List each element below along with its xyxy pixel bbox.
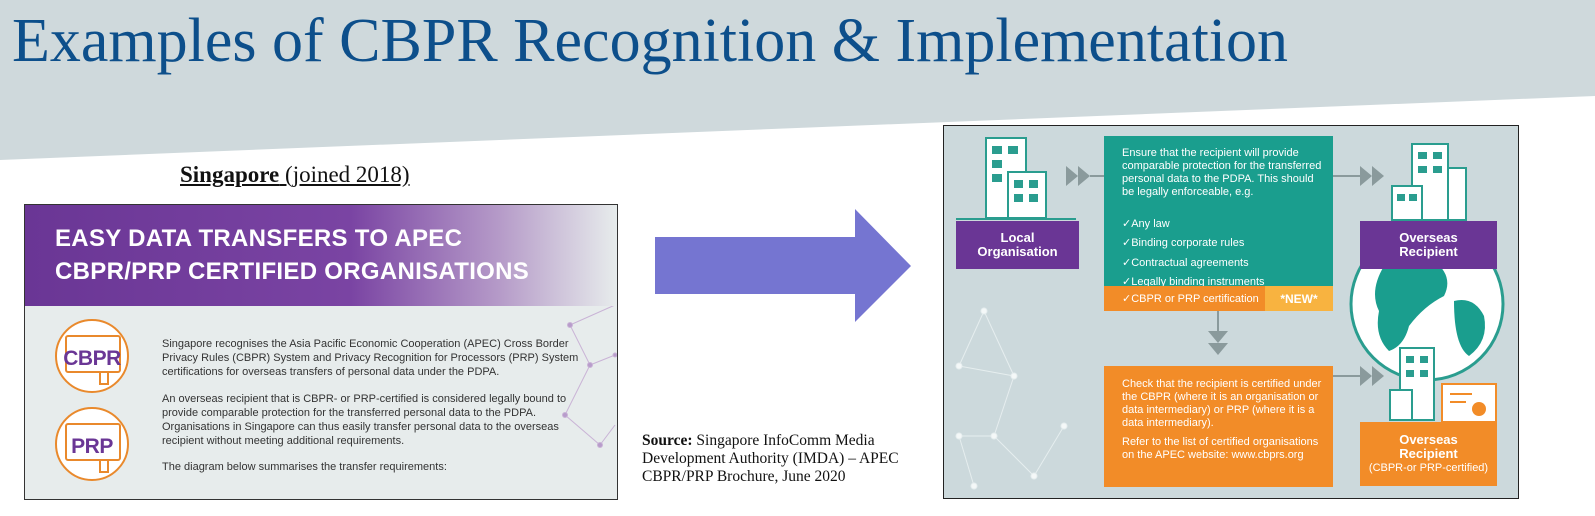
- local-org-line2: Organisation: [977, 244, 1058, 259]
- overseas2-line3: (CBPR-or PRP-certified): [1368, 462, 1489, 474]
- cbpr-badge-text: CBPR: [63, 347, 121, 370]
- brochure-paragraph-1: Singapore recognises the Asia Pacific Ec…: [162, 338, 579, 378]
- overseas2-line2: Recipient: [1399, 446, 1458, 461]
- right-arrow-icon: [655, 209, 911, 322]
- network-decoration: [562, 304, 617, 448]
- country-name: Singapore: [180, 162, 280, 187]
- new-tag: *NEW*: [1265, 286, 1333, 311]
- check-item: ✓Legally binding instruments: [1122, 276, 1265, 288]
- brochure-heading-line1: EASY DATA TRANSFERS TO APEC: [55, 225, 463, 252]
- check-item: ✓Binding corporate rules: [1122, 237, 1245, 249]
- source-label: Source:: [642, 432, 693, 449]
- slide-title: Examples of CBPR Recognition & Implement…: [12, 7, 1289, 75]
- brochure-excerpt: EASY DATA TRANSFERS TO APEC CBPR/PRP CER…: [24, 204, 618, 500]
- certification-text: ✓CBPR or PRP certification: [1122, 293, 1259, 305]
- teal-intro-text: Ensure that the recipient will provide c…: [1122, 147, 1322, 198]
- check-item: ✓Any law: [1122, 218, 1170, 230]
- brochure-paragraph-3: The diagram below summarises the transfe…: [162, 461, 447, 473]
- source-citation: Source: Singapore InfoComm Media Develop…: [642, 432, 922, 486]
- local-org-line1: Local: [1000, 230, 1035, 245]
- brochure-banner: [25, 205, 617, 306]
- check-certified-text: Check that the recipient is certified un…: [1122, 378, 1322, 429]
- overseas2-line1: Overseas: [1399, 432, 1458, 447]
- certification-bar: ✓CBPR or PRP certification *NEW*: [1104, 286, 1333, 311]
- check-item: ✓Contractual agreements: [1122, 257, 1249, 269]
- transfer-requirements-diagram: Local Organisation Ensure that the recip…: [943, 125, 1519, 499]
- refer-list-text: Refer to the list of certified organisat…: [1122, 436, 1319, 461]
- overseas-recipient-label: Overseas Recipient: [1360, 221, 1497, 269]
- comparable-protection-box: Ensure that the recipient will provide c…: [1104, 136, 1333, 288]
- prp-badge-text: PRP: [71, 435, 113, 458]
- cbpr-badge-icon: CBPR: [55, 319, 129, 393]
- brochure-paragraph-2: An overseas recipient that is CBPR- or P…: [162, 393, 567, 447]
- certified-overseas-recipient-label: Overseas Recipient (CBPR-or PRP-certifie…: [1360, 422, 1497, 486]
- overseas1-line1: Overseas: [1399, 230, 1458, 245]
- check-certification-box: Check that the recipient is certified un…: [1104, 366, 1333, 487]
- source-text: Singapore InfoComm Media Development Aut…: [642, 432, 899, 485]
- overseas1-line2: Recipient: [1399, 244, 1458, 259]
- brochure-heading-line2: CBPR/PRP CERTIFIED ORGANISATIONS: [55, 258, 530, 285]
- joined-year: (joined 2018): [279, 162, 410, 187]
- prp-badge-icon: PRP: [55, 407, 129, 481]
- singapore-heading: Singapore (joined 2018): [180, 162, 410, 188]
- local-organisation-label: Local Organisation: [956, 221, 1079, 269]
